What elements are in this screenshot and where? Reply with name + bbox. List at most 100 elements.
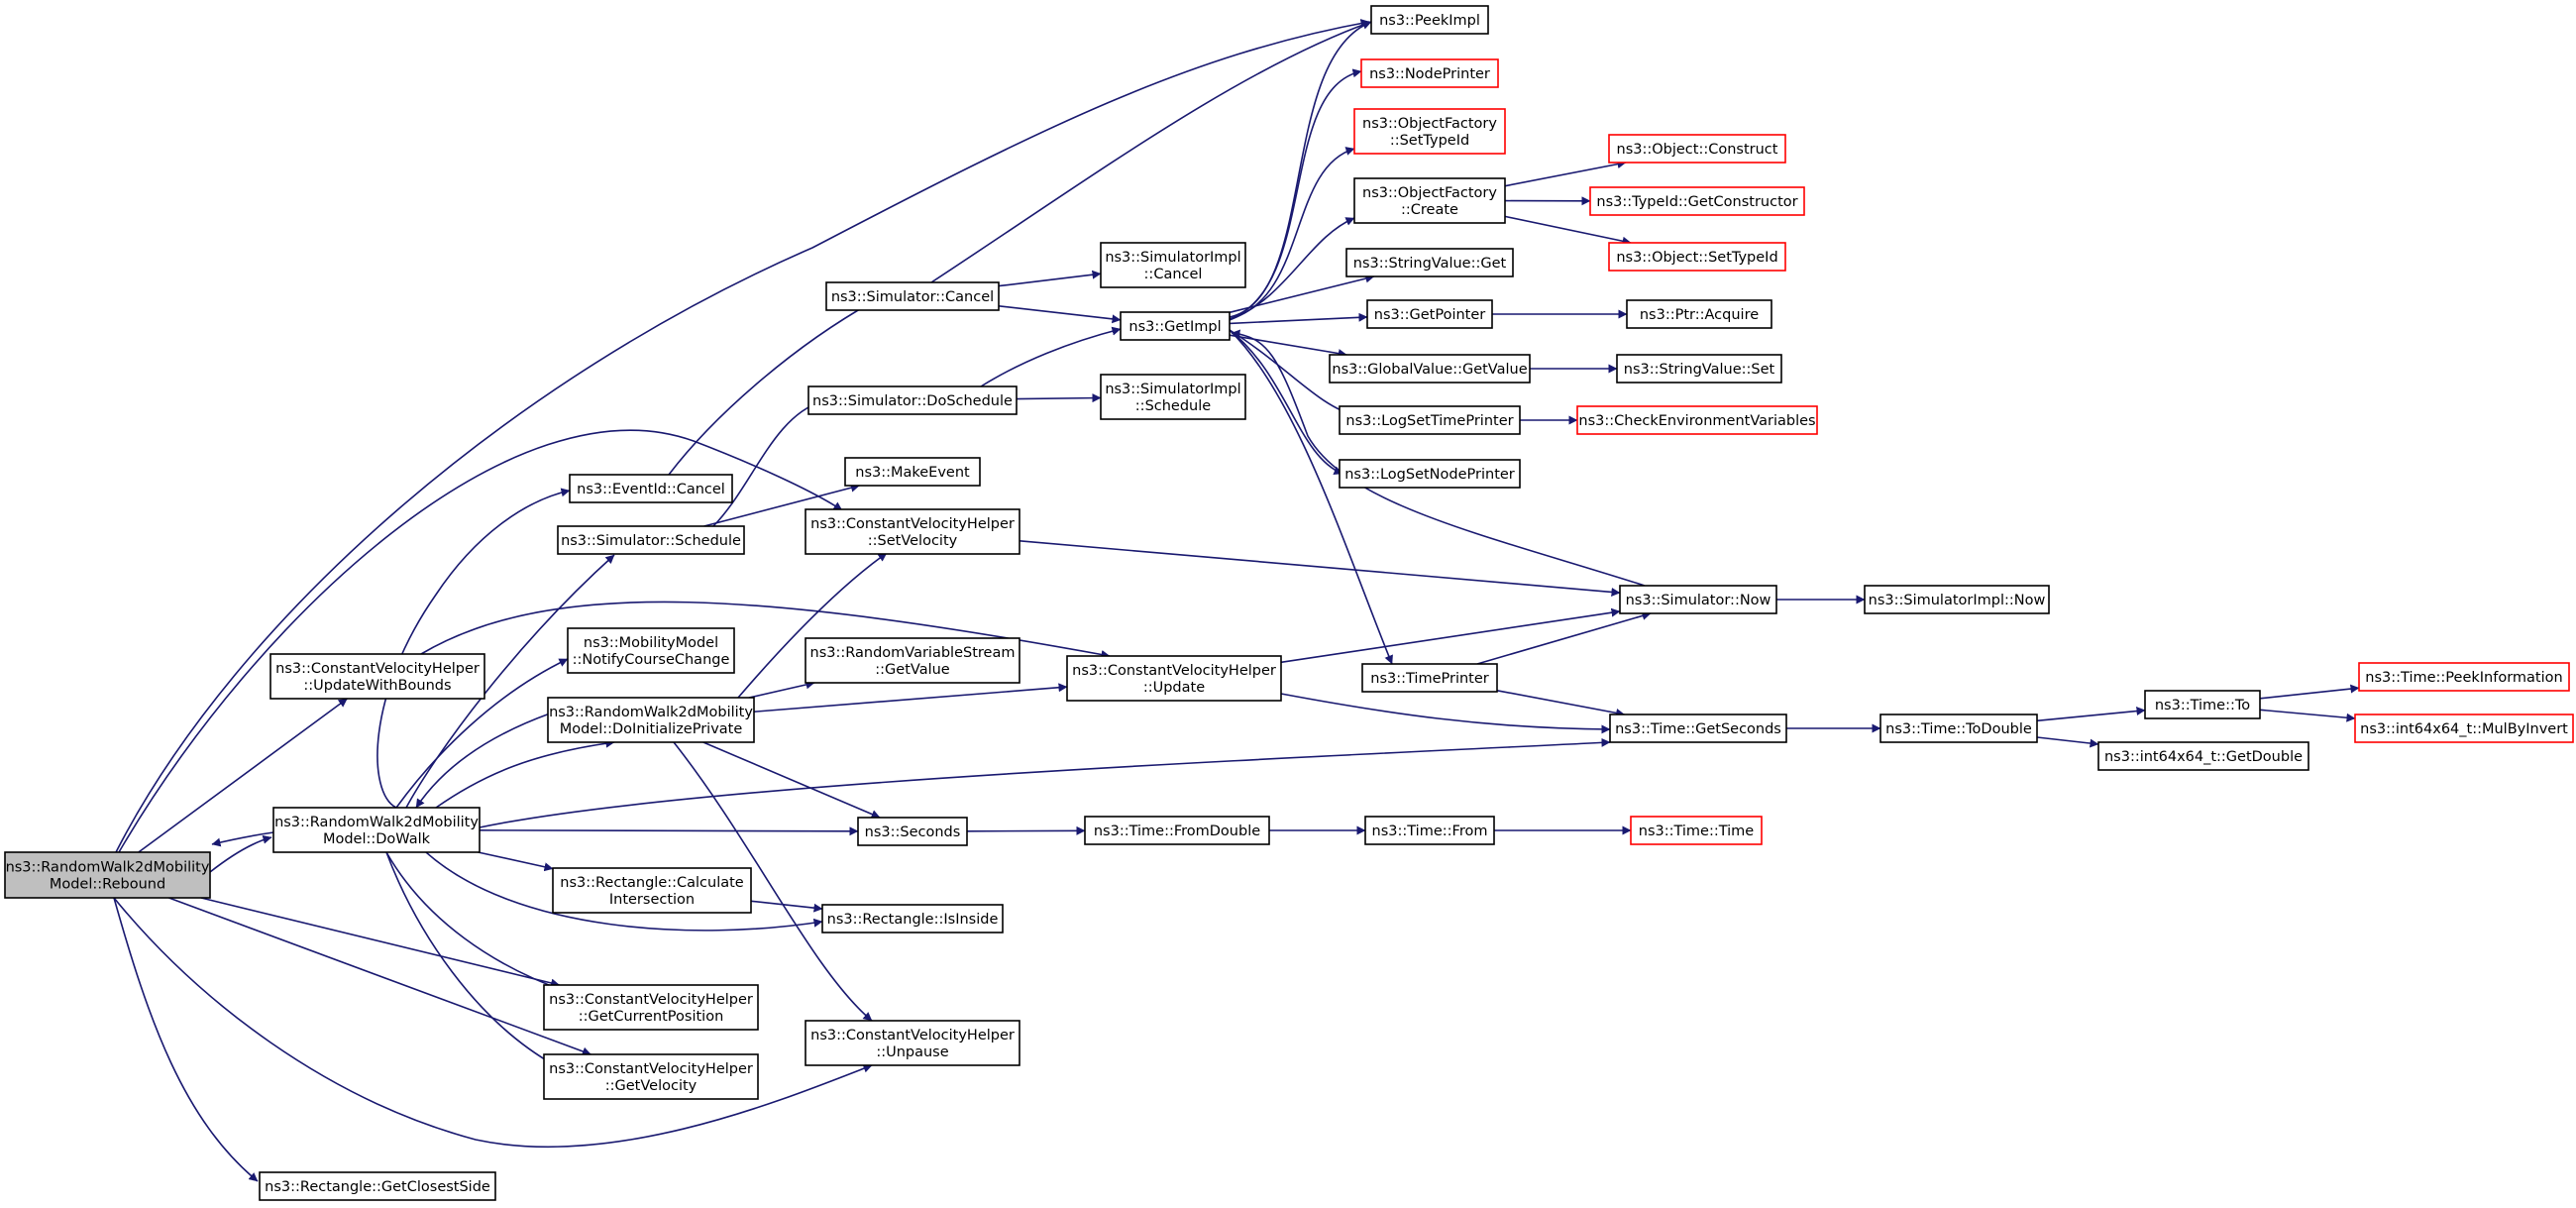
node-box[interactable] [1364,816,1495,845]
node-box[interactable] [805,1020,1020,1066]
node-peekImpl[interactable]: ns3::PeekImpl [1370,5,1489,35]
node-box[interactable] [825,281,1000,311]
node-box[interactable] [1608,242,1786,272]
node-cvhUpdate[interactable]: ns3::ConstantVelocityHelper::Update [1066,655,1282,702]
node-box[interactable] [552,867,752,914]
node-box[interactable] [1339,459,1521,489]
node-box[interactable] [1329,354,1531,384]
node-box[interactable] [1084,816,1270,845]
node-box[interactable] [4,851,211,899]
node-box[interactable] [1616,354,1782,384]
node-logSetTimePrinter[interactable]: ns3::LogSetTimePrinter [1339,405,1521,435]
node-box[interactable] [1370,5,1489,35]
node-simDoSchedule[interactable]: ns3::Simulator::DoSchedule [807,385,1018,415]
node-box[interactable] [2358,662,2570,692]
node-box[interactable] [1366,299,1493,329]
node-box[interactable] [1353,177,1506,224]
node-box[interactable] [1879,714,2038,743]
node-timeFrom[interactable]: ns3::Time::From [1364,816,1495,845]
node-box[interactable] [2354,714,2574,743]
node-box[interactable] [844,457,981,487]
node-mulByInvert[interactable]: ns3::int64x64_t::MulByInvert [2354,714,2574,743]
node-logSetNodePrinter[interactable]: ns3::LogSetNodePrinter [1339,459,1521,489]
node-objSetTypeId[interactable]: ns3::Object::SetTypeId [1608,242,1786,272]
node-simImplNow[interactable]: ns3::SimulatorImpl::Now [1864,585,2050,614]
node-box[interactable] [567,627,735,674]
node-box[interactable] [259,1171,496,1201]
node-box[interactable] [1576,405,1818,435]
node-simSchedule[interactable]: ns3::Simulator::Schedule [557,525,745,555]
node-objConstruct[interactable]: ns3::Object::Construct [1608,134,1786,164]
node-simImplCancel[interactable]: ns3::SimulatorImpl::Cancel [1100,242,1246,288]
node-timeTo[interactable]: ns3::Time::To [2144,690,2261,719]
node-box[interactable] [1339,405,1521,435]
node-unpause[interactable]: ns3::ConstantVelocityHelper::Unpause [805,1020,1020,1066]
node-box[interactable] [821,904,1004,933]
node-ofCreate[interactable]: ns3::ObjectFactory::Create [1353,177,1506,224]
node-toDouble[interactable]: ns3::Time::ToDouble [1879,714,2038,743]
node-simCancel[interactable]: ns3::Simulator::Cancel [825,281,1000,311]
node-checkEnvVars[interactable]: ns3::CheckEnvironmentVariables [1576,405,1818,435]
node-box[interactable] [547,697,755,743]
node-getVelocity[interactable]: ns3::ConstantVelocityHelper::GetVelocity [543,1053,759,1100]
node-eventCancel[interactable]: ns3::EventId::Cancel [569,474,733,503]
node-box[interactable] [1589,186,1805,216]
node-box[interactable] [1361,663,1498,693]
node-box[interactable] [2097,741,2309,771]
node-getCurrentPosition[interactable]: ns3::ConstantVelocityHelper::GetCurrentP… [543,984,759,1031]
node-box[interactable] [1345,248,1514,277]
node-peekInformation[interactable]: ns3::Time::PeekInformation [2358,662,2570,692]
node-box[interactable] [857,817,968,846]
node-box[interactable] [272,807,481,853]
node-getDouble[interactable]: ns3::int64x64_t::GetDouble [2097,741,2309,771]
node-setVelocity[interactable]: ns3::ConstantVelocityHelper::SetVelocity [805,508,1020,555]
node-box[interactable] [807,385,1018,415]
node-getSeconds[interactable]: ns3::Time::GetSeconds [1609,714,1787,743]
node-getClosestSide[interactable]: ns3::Rectangle::GetClosestSide [259,1171,496,1201]
node-isInside[interactable]: ns3::Rectangle::IsInside [821,904,1004,933]
node-box[interactable] [1360,58,1499,88]
node-box[interactable] [543,984,759,1031]
node-typeIdGetCtor[interactable]: ns3::TypeId::GetConstructor [1589,186,1805,216]
node-timePrinter[interactable]: ns3::TimePrinter [1361,663,1498,693]
node-simNow[interactable]: ns3::Simulator::Now [1619,585,1777,614]
node-gvGetValue[interactable]: ns3::GlobalValue::GetValue [1329,354,1531,384]
node-getPointer[interactable]: ns3::GetPointer [1366,299,1493,329]
node-doInitPrivate[interactable]: ns3::RandomWalk2dMobilityModel::DoInitia… [547,697,755,743]
node-box[interactable] [1626,299,1772,329]
node-ptrAcquire[interactable]: ns3::Ptr::Acquire [1626,299,1772,329]
node-stringValueGet[interactable]: ns3::StringValue::Get [1345,248,1514,277]
node-box[interactable] [1353,108,1506,155]
node-box[interactable] [1608,134,1786,164]
node-box[interactable] [805,508,1020,555]
node-box[interactable] [1066,655,1282,702]
node-box[interactable] [1100,374,1246,420]
node-box[interactable] [543,1053,759,1100]
node-notifyCourse[interactable]: ns3::MobilityModel::NotifyCourseChange [567,627,735,674]
node-box[interactable] [1120,311,1231,341]
node-box[interactable] [1619,585,1777,614]
node-box[interactable] [2144,690,2261,719]
node-box[interactable] [557,525,745,555]
node-stringValueSet[interactable]: ns3::StringValue::Set [1616,354,1782,384]
node-rvsGetValue[interactable]: ns3::RandomVariableStream::GetValue [805,637,1020,684]
node-box[interactable] [569,474,733,503]
node-nodePrinter[interactable]: ns3::NodePrinter [1360,58,1499,88]
node-box[interactable] [1609,714,1787,743]
node-box[interactable] [1864,585,2050,614]
node-simImplSchedule[interactable]: ns3::SimulatorImpl::Schedule [1100,374,1246,420]
node-box[interactable] [1630,816,1763,845]
node-seconds[interactable]: ns3::Seconds [857,817,968,846]
node-timeTime[interactable]: ns3::Time::Time [1630,816,1763,845]
node-updateWithBounds[interactable]: ns3::ConstantVelocityHelper::UpdateWithB… [269,653,485,700]
node-getImpl[interactable]: ns3::GetImpl [1120,311,1231,341]
node-fromDouble[interactable]: ns3::Time::FromDouble [1084,816,1270,845]
node-makeEvent[interactable]: ns3::MakeEvent [844,457,981,487]
node-box[interactable] [269,653,485,700]
node-box[interactable] [1100,242,1246,288]
node-ofSetTypeId[interactable]: ns3::ObjectFactory::SetTypeId [1353,108,1506,155]
node-box[interactable] [805,637,1020,684]
